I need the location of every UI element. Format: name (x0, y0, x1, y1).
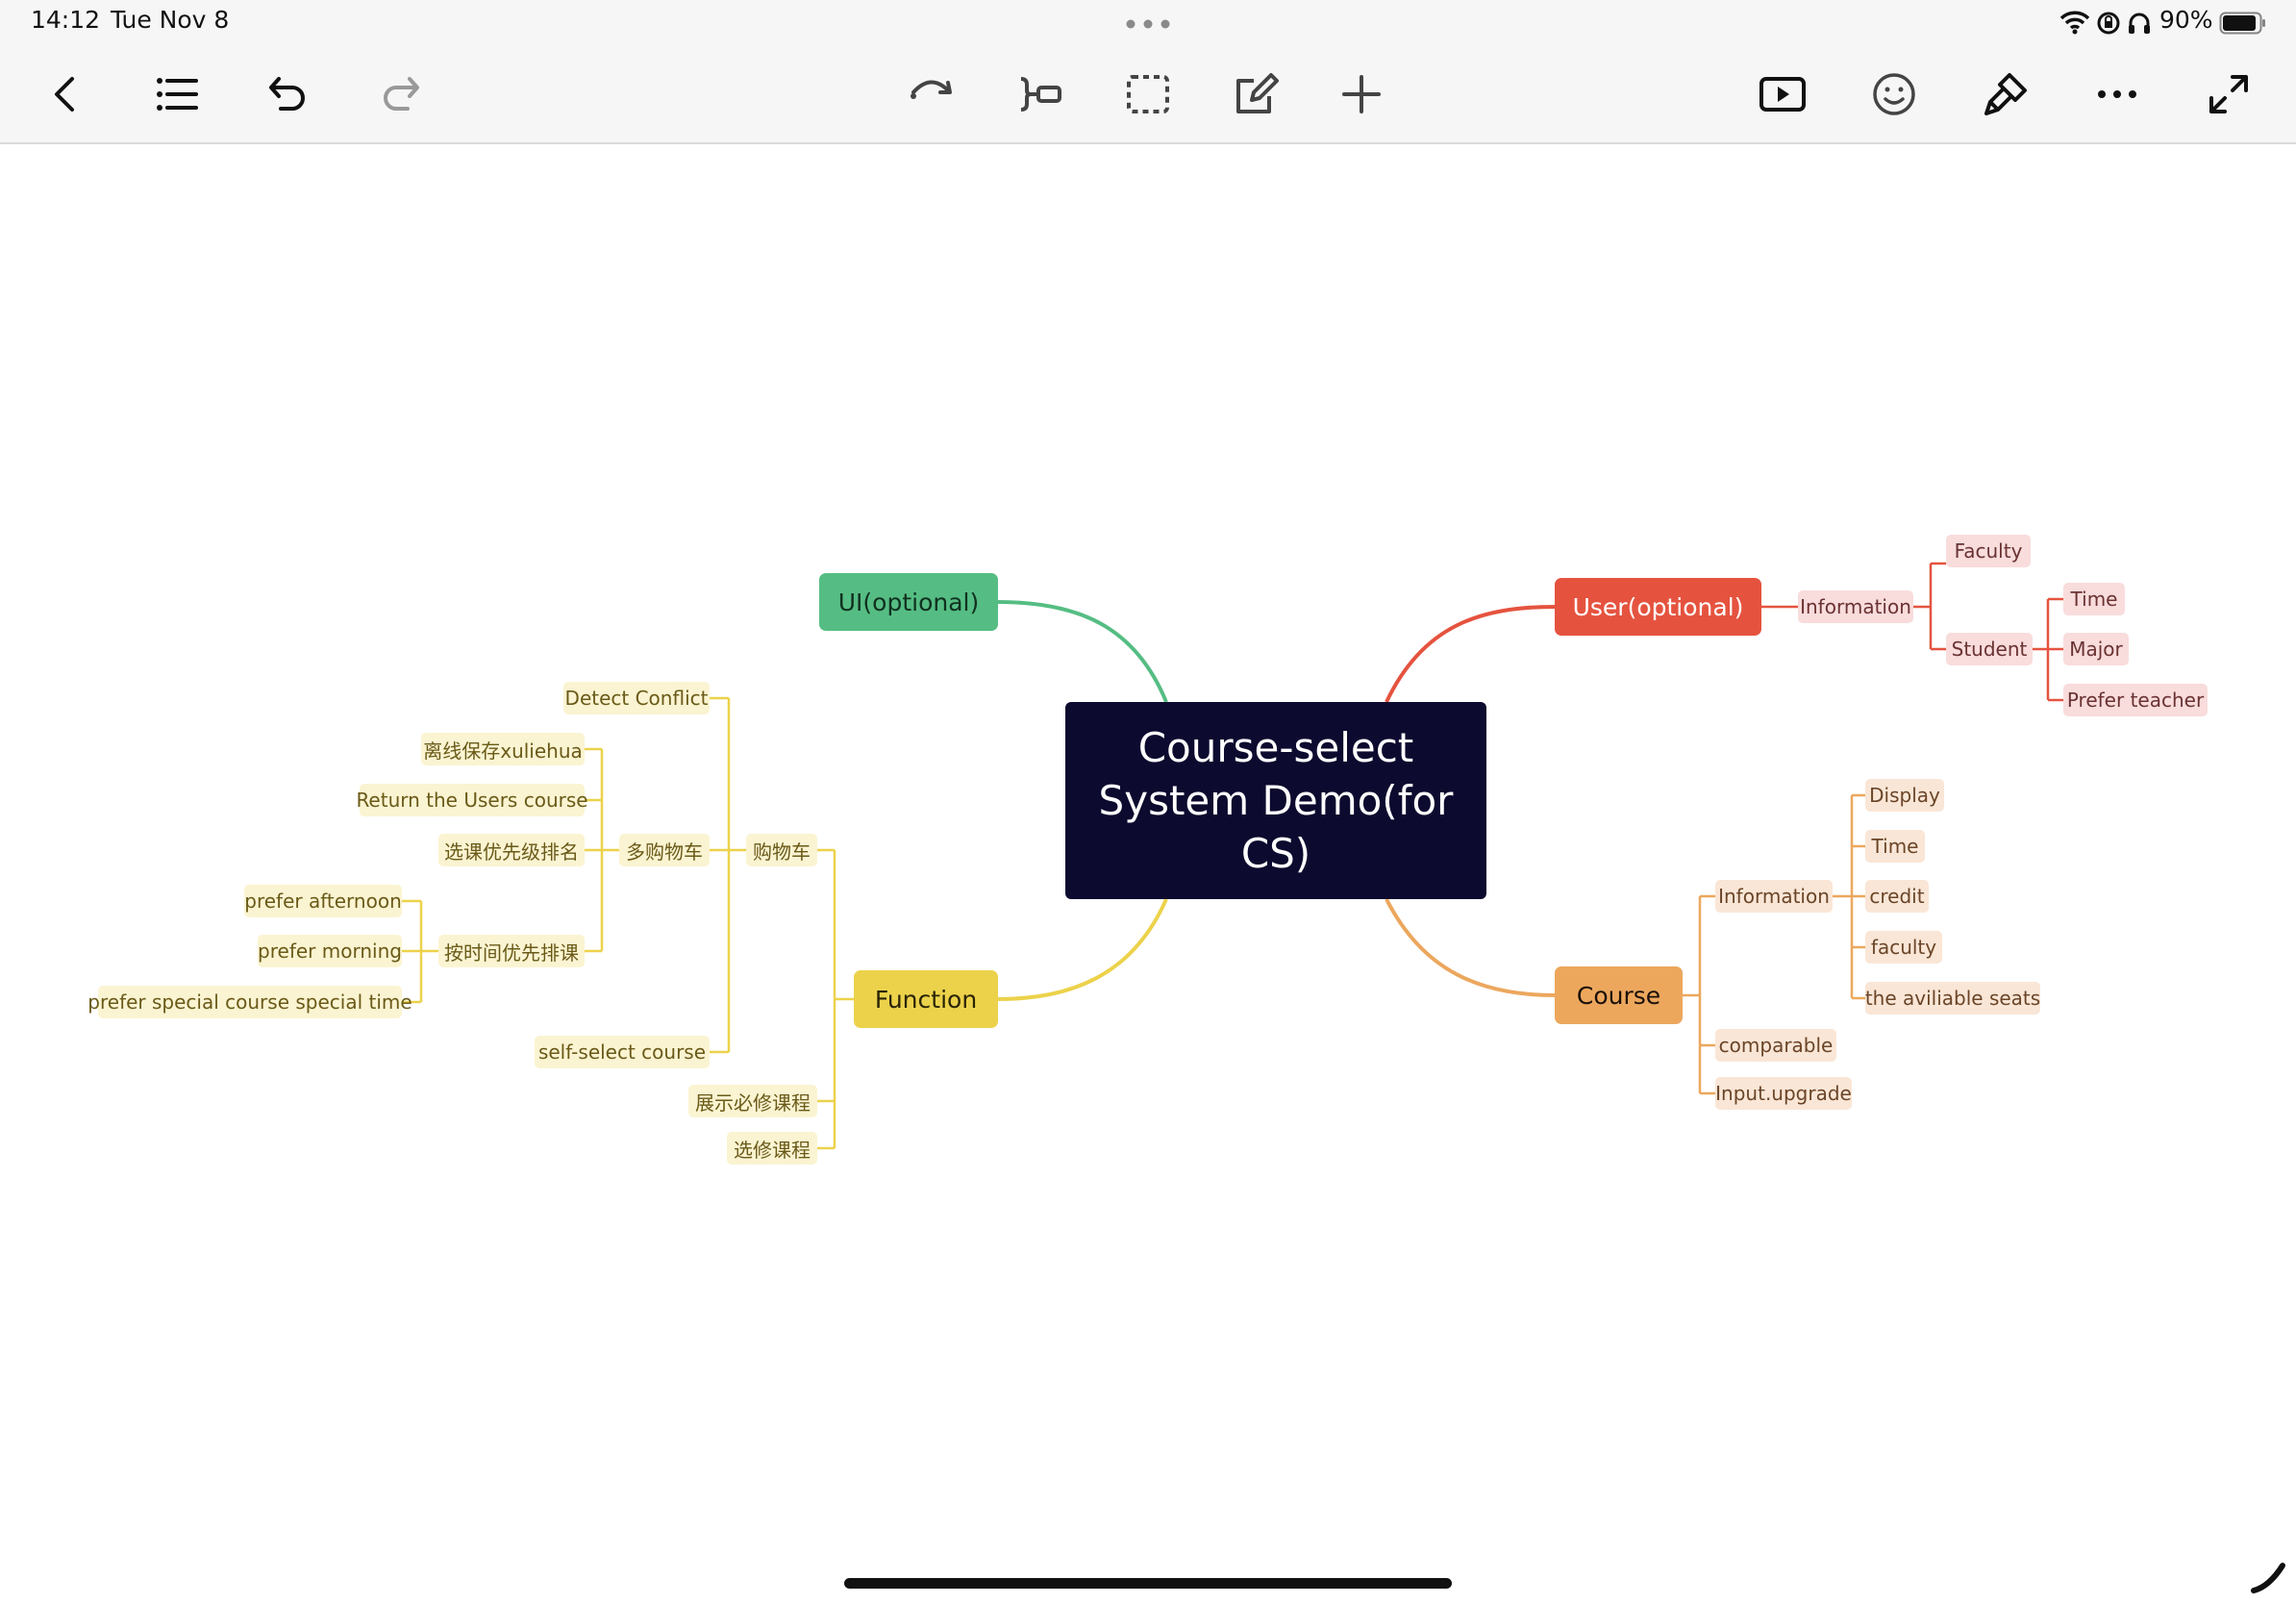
fullscreen-icon[interactable] (2200, 67, 2258, 121)
course-info-display-topic[interactable]: Display (1865, 779, 1944, 812)
headphones-icon (2127, 11, 2152, 39)
topic-user-optional[interactable]: User(optional) (1555, 578, 1761, 636)
more-icon[interactable] (2088, 67, 2146, 121)
undo-icon[interactable] (260, 67, 317, 121)
outline-list-icon[interactable] (148, 67, 206, 121)
user-information-topic[interactable]: Information (1798, 590, 1913, 623)
student-prefer-teacher-topic[interactable]: Prefer teacher (2063, 684, 2208, 716)
toolbar (0, 46, 2296, 144)
return-users-course-topic[interactable]: Return the Users course (356, 784, 588, 816)
relationship-curve-icon[interactable] (904, 67, 961, 121)
back-icon[interactable] (37, 67, 94, 121)
orientation-lock-icon (2096, 11, 2121, 39)
topic-course[interactable]: Course (1555, 966, 1683, 1024)
time-priority-topic[interactable]: 按时间优先排课 (438, 935, 585, 967)
root-topic[interactable]: Course-select System Demo(for CS) (1065, 702, 1486, 899)
add-topic-icon[interactable] (1333, 67, 1390, 121)
format-brush-icon[interactable] (1977, 67, 2034, 121)
summary-icon[interactable] (1011, 67, 1069, 121)
battery-percent: 90% (2159, 6, 2213, 34)
offline-save-topic[interactable]: 离线保存xuliehua (421, 733, 585, 765)
prefer-special-time-topic[interactable]: prefer special course special time (87, 986, 412, 1018)
status-bar: 14:12 Tue Nov 8 90% (0, 0, 2296, 46)
course-info-seats-topic[interactable]: the aviliable seats (1865, 982, 2040, 1015)
user-student-topic[interactable]: Student (1946, 633, 2033, 665)
note-icon[interactable] (1227, 67, 1285, 121)
status-time: 14:12 (31, 6, 101, 34)
prefer-morning-topic[interactable]: prefer morning (258, 935, 402, 967)
self-select-course-topic[interactable]: self-select course (535, 1036, 710, 1068)
show-required-courses-topic[interactable]: 展示必修课程 (688, 1085, 817, 1117)
wifi-icon (2059, 10, 2090, 38)
course-info-credit-topic[interactable]: credit (1865, 880, 1929, 913)
priority-rank-topic[interactable]: 选课优先级排名 (438, 834, 585, 866)
home-indicator[interactable] (844, 1578, 1452, 1589)
battery-icon (2219, 12, 2267, 38)
course-info-faculty-topic[interactable]: faculty (1865, 931, 1942, 964)
connector-lines (402, 562, 2063, 1150)
multi-cart-topic[interactable]: 多购物车 (619, 834, 710, 866)
course-comparable-topic[interactable]: comparable (1715, 1029, 1836, 1062)
student-time-topic[interactable]: Time (2063, 583, 2125, 615)
course-input-upgrade-topic[interactable]: Input.upgrade (1715, 1077, 1852, 1110)
pencil-icon[interactable] (2250, 1560, 2288, 1598)
presentation-play-icon[interactable] (1754, 67, 1811, 121)
user-faculty-topic[interactable]: Faculty (1946, 535, 2031, 567)
emoji-sticker-icon[interactable] (1865, 67, 1923, 121)
student-major-topic[interactable]: Major (2063, 633, 2129, 665)
prefer-afternoon-topic[interactable]: prefer afternoon (244, 885, 402, 917)
course-information-topic[interactable]: Information (1715, 880, 1833, 913)
status-date: Tue Nov 8 (111, 6, 230, 34)
topic-function[interactable]: Function (854, 970, 998, 1028)
elective-courses-topic[interactable]: 选修课程 (727, 1132, 817, 1165)
topic-ui-optional[interactable]: UI(optional) (819, 573, 998, 631)
boundary-icon[interactable] (1119, 67, 1177, 121)
course-info-time-topic[interactable]: Time (1865, 830, 1925, 863)
multitasking-dots-icon[interactable] (1125, 15, 1171, 34)
detect-conflict-topic[interactable]: Detect Conflict (563, 682, 710, 714)
cart-topic[interactable]: 购物车 (746, 834, 817, 866)
redo-icon[interactable] (371, 67, 429, 121)
